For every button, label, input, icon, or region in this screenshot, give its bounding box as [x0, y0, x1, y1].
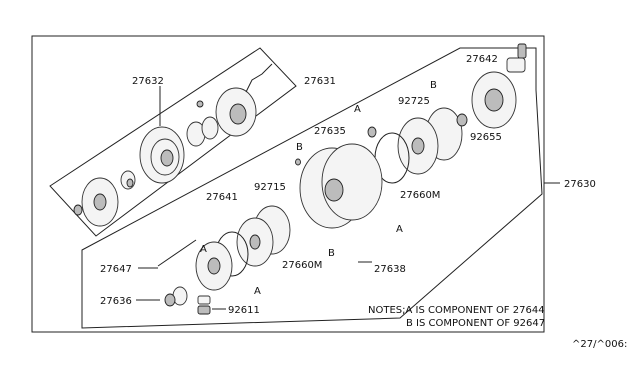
label-27630: 27630	[564, 179, 596, 190]
clutch-pulley	[139, 126, 185, 184]
marker-a-3: A	[200, 244, 207, 255]
clutch-coil	[215, 87, 257, 137]
compressor-group-outline	[81, 47, 543, 329]
clutch-screw	[196, 100, 204, 108]
rear-seal	[456, 113, 468, 127]
front-head	[195, 241, 233, 291]
relief-valve	[506, 43, 527, 73]
front-plug	[197, 295, 211, 315]
diagram-code: ^27/^006:	[572, 339, 627, 350]
through-bolt	[157, 239, 197, 267]
shaft-seal	[164, 286, 188, 307]
label-92655: 92655	[470, 132, 502, 143]
label-27631: 27631	[304, 76, 336, 87]
marker-b-2: B	[296, 142, 303, 153]
rear-head	[471, 71, 517, 129]
label-92611: 92611	[228, 305, 260, 316]
notes-line-2: B IS COMPONENT OF 92647	[406, 318, 545, 329]
cylinder-block	[299, 143, 383, 229]
label-27632: 27632	[132, 76, 164, 87]
label-27636: 27636	[100, 296, 132, 307]
marker-a-1: A	[354, 104, 361, 115]
rear-valve-plate	[397, 117, 439, 175]
marker-b-3: B	[328, 248, 335, 259]
label-27641: 27641	[206, 192, 238, 203]
label-92725: 92725	[398, 96, 430, 107]
marker-a-4: A	[254, 286, 261, 297]
top-pin	[295, 158, 301, 166]
clutch-hub	[81, 177, 119, 227]
front-valve-plate	[236, 217, 274, 267]
label-92715: 92715	[254, 182, 286, 193]
label-27660m-bottom: 27660M	[282, 260, 322, 271]
clutch-washer	[120, 170, 136, 190]
label-27635: 27635	[314, 126, 346, 137]
label-27660m-top: 27660M	[400, 190, 440, 201]
top-bolt	[367, 126, 377, 138]
marker-a-2: A	[396, 224, 403, 235]
notes-line-1: NOTES;A IS COMPONENT OF 27644	[368, 305, 545, 316]
label-27642: 27642	[466, 54, 498, 65]
clutch-bearing	[186, 116, 219, 147]
clutch-coil-wire	[245, 63, 273, 93]
clutch-bolt	[73, 204, 83, 216]
label-27647: 27647	[100, 264, 132, 275]
outer-frame	[31, 35, 545, 333]
clutch-group-outline	[49, 47, 297, 237]
label-27638: 27638	[374, 264, 406, 275]
marker-b-1: B	[430, 80, 437, 91]
